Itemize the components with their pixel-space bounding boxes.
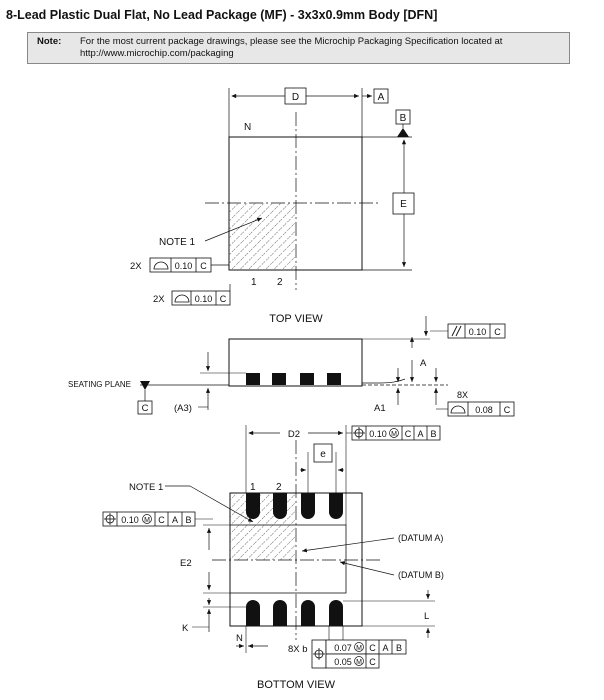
profile-surface-icon [153,261,169,270]
bottom-pin-1: 1 [250,482,256,493]
bottom-lead-4 [329,493,343,519]
datum-a-box: A [378,92,385,103]
top-note1: NOTE 1 [159,237,196,248]
left-tol-value: 0.10 [121,515,139,525]
datum-c-box: C [142,403,149,414]
b-tol2-mod: M [356,659,362,666]
tol2-count: 2X [153,294,165,305]
profile-surface-icon-2 [174,294,190,303]
dim-d2: D2 [288,429,300,440]
dim-d: D [292,92,299,103]
seating-plane-triangle [140,381,150,390]
top-pin-n: N [244,122,251,133]
bottom-pin-2: 2 [276,482,282,493]
note-text-line1: For the most current package drawings, p… [80,36,503,47]
b-tol2-d1: C [369,657,376,667]
tol1-value: 0.10 [175,261,193,271]
mmc-icon-2 [142,514,152,524]
datum-b-label: (DATUM B) [398,570,444,580]
top-pin-1: 1 [251,277,257,288]
top-pin-2: 2 [277,277,283,288]
top-view-hatch [229,203,296,270]
bottom-lead-1 [246,493,260,519]
profile-surface-icon-3 [450,405,466,414]
dim-l: L [424,611,429,622]
b-tol1-value: 0.07 [334,643,352,653]
side-lead-4 [327,373,341,385]
profile-datum: C [504,405,511,415]
bottom-view: D2 0.10 M C A B e 1 2 NOTE 1 [102,425,444,691]
d2-tol-d2: A [417,429,423,439]
b-tol1-mod: M [356,645,362,652]
profile-value: 0.08 [475,405,493,415]
tol1-count: 2X [130,261,142,272]
page-title: 8-Lead Plastic Dual Flat, No Lead Packag… [6,8,438,22]
dim-a: A [420,358,427,369]
left-tol-mod: M [144,517,150,524]
bottom-lead-2 [273,493,287,519]
mmc-icon-3 [354,642,364,652]
mmc-icon [389,428,399,438]
left-tol-d2: A [172,515,178,525]
datum-b-box: B [400,113,407,124]
dim-e-pitch: e [320,449,326,460]
bottom-note1: NOTE 1 [129,482,163,493]
left-tol-d1: C [158,515,165,525]
bottom-lead-8 [329,600,343,626]
tol1-datum: C [200,261,207,271]
profile-count: 8X [457,390,468,400]
dim-n: N [236,633,243,644]
side-lead-2 [272,373,286,385]
side-view: SEATING PLANE C (A3) A A1 0.10 C [68,316,515,417]
parallel-icon [451,325,458,337]
b-tol2-value: 0.05 [334,657,352,667]
side-view-body [228,338,363,387]
b-tol1-d1: C [369,643,376,653]
dim-e: E [400,199,407,210]
tol2-value: 0.10 [195,294,213,304]
bottom-view-caption: BOTTOM VIEW [257,679,336,691]
dim-a3: (A3) [174,403,192,414]
bottom-lead-3 [301,493,315,519]
bottom-lead-7 [301,600,315,626]
dim-e2: E2 [180,558,192,569]
b-tol1-d2: A [382,643,388,653]
mmc-icon-4 [354,656,364,666]
left-tol-d3: B [185,515,191,525]
note-text: For the most current package drawings, p… [80,36,560,60]
dim-b: 8X b [288,644,308,655]
tol2-datum: C [220,294,227,304]
datum-a-label: (DATUM A) [398,533,443,543]
d2-tol-d1: C [405,429,412,439]
bottom-lead-5 [246,600,260,626]
side-lead-3 [300,373,314,385]
d2-tol-value: 0.10 [369,429,387,439]
seating-plane-label: SEATING PLANE [68,380,131,389]
b-tol1-d3: B [396,643,402,653]
side-lead-1 [246,373,260,385]
top-view: D A B E N NOTE 1 1 2 2X 0.10 C 2X [130,87,415,325]
dim-k: K [182,623,189,634]
note-label: Note: [37,36,62,47]
d2-tol-mod: M [391,431,397,438]
bottom-lead-6 [273,600,287,626]
note-text-line2: http://www.microchip.com/packaging [80,48,234,59]
parallel-datum: C [494,327,501,337]
parallel-value: 0.10 [469,327,487,337]
d2-tol-d3: B [430,429,436,439]
dim-a1: A1 [374,403,386,414]
note-box: Note: For the most current package drawi… [27,32,570,64]
top-view-caption: TOP VIEW [269,313,323,325]
